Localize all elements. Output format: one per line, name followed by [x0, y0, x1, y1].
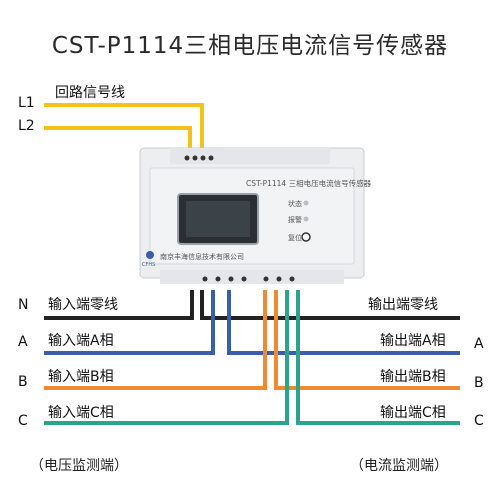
status-led-icon — [303, 200, 309, 206]
input-label-c: 输入端C相 — [48, 405, 114, 421]
terminal-right-b: B — [474, 375, 484, 391]
device-model: CST-P1114 三相电压电流信号传感器 — [246, 179, 372, 188]
status-led-label: 状态 — [288, 200, 302, 208]
voltage-caption: （电压监测端） — [30, 458, 128, 474]
page-title: CST-P1114三相电压电流信号传感器 — [51, 33, 449, 59]
terminal-left-b: B — [18, 374, 28, 390]
terminal-left-a: A — [18, 334, 28, 350]
reset-button-icon — [301, 232, 311, 242]
output-label-b: 输出端B相 — [380, 369, 446, 385]
loop-line-label: 回路信号线 — [55, 85, 125, 101]
output-label-a: 输出端A相 — [380, 333, 446, 349]
logo-text: CFHS — [142, 262, 156, 268]
wire-b-out — [274, 290, 460, 390]
company-logo-icon — [146, 251, 154, 259]
line-label-l2: L2 — [18, 118, 35, 134]
wire-n-in — [44, 290, 194, 320]
alarm-led-label: 报警 — [288, 216, 302, 224]
wire-a-out — [227, 290, 460, 355]
input-label-b: 输入端B相 — [48, 369, 114, 385]
output-label-c: 输出端C相 — [380, 405, 446, 421]
terminal-right-c: C — [474, 413, 484, 429]
alarm-led-icon — [303, 216, 309, 222]
wire-b-in — [44, 290, 267, 390]
wire-c-in — [44, 290, 289, 425]
wire-l2 — [44, 126, 192, 152]
line-label-l1: L1 — [18, 95, 35, 111]
wire-l1 — [44, 103, 204, 152]
company-name: 南京丰海信息技术有限公司 — [160, 253, 244, 261]
terminal-left-c: C — [18, 413, 28, 429]
terminal-right-a: A — [474, 336, 484, 352]
output-label-n: 输出端零线 — [368, 297, 438, 313]
terminal-left-n: N — [18, 297, 29, 313]
wire-c-out — [296, 290, 460, 425]
sensor-device — [139, 147, 365, 284]
input-label-a: 输入端A相 — [48, 333, 114, 349]
wire-a-in — [44, 290, 215, 355]
current-caption: （电流监测端） — [350, 458, 448, 474]
wire-n-out — [200, 290, 460, 320]
reset-button-label: 复位 — [288, 234, 302, 242]
input-label-n: 输入端零线 — [48, 297, 118, 313]
